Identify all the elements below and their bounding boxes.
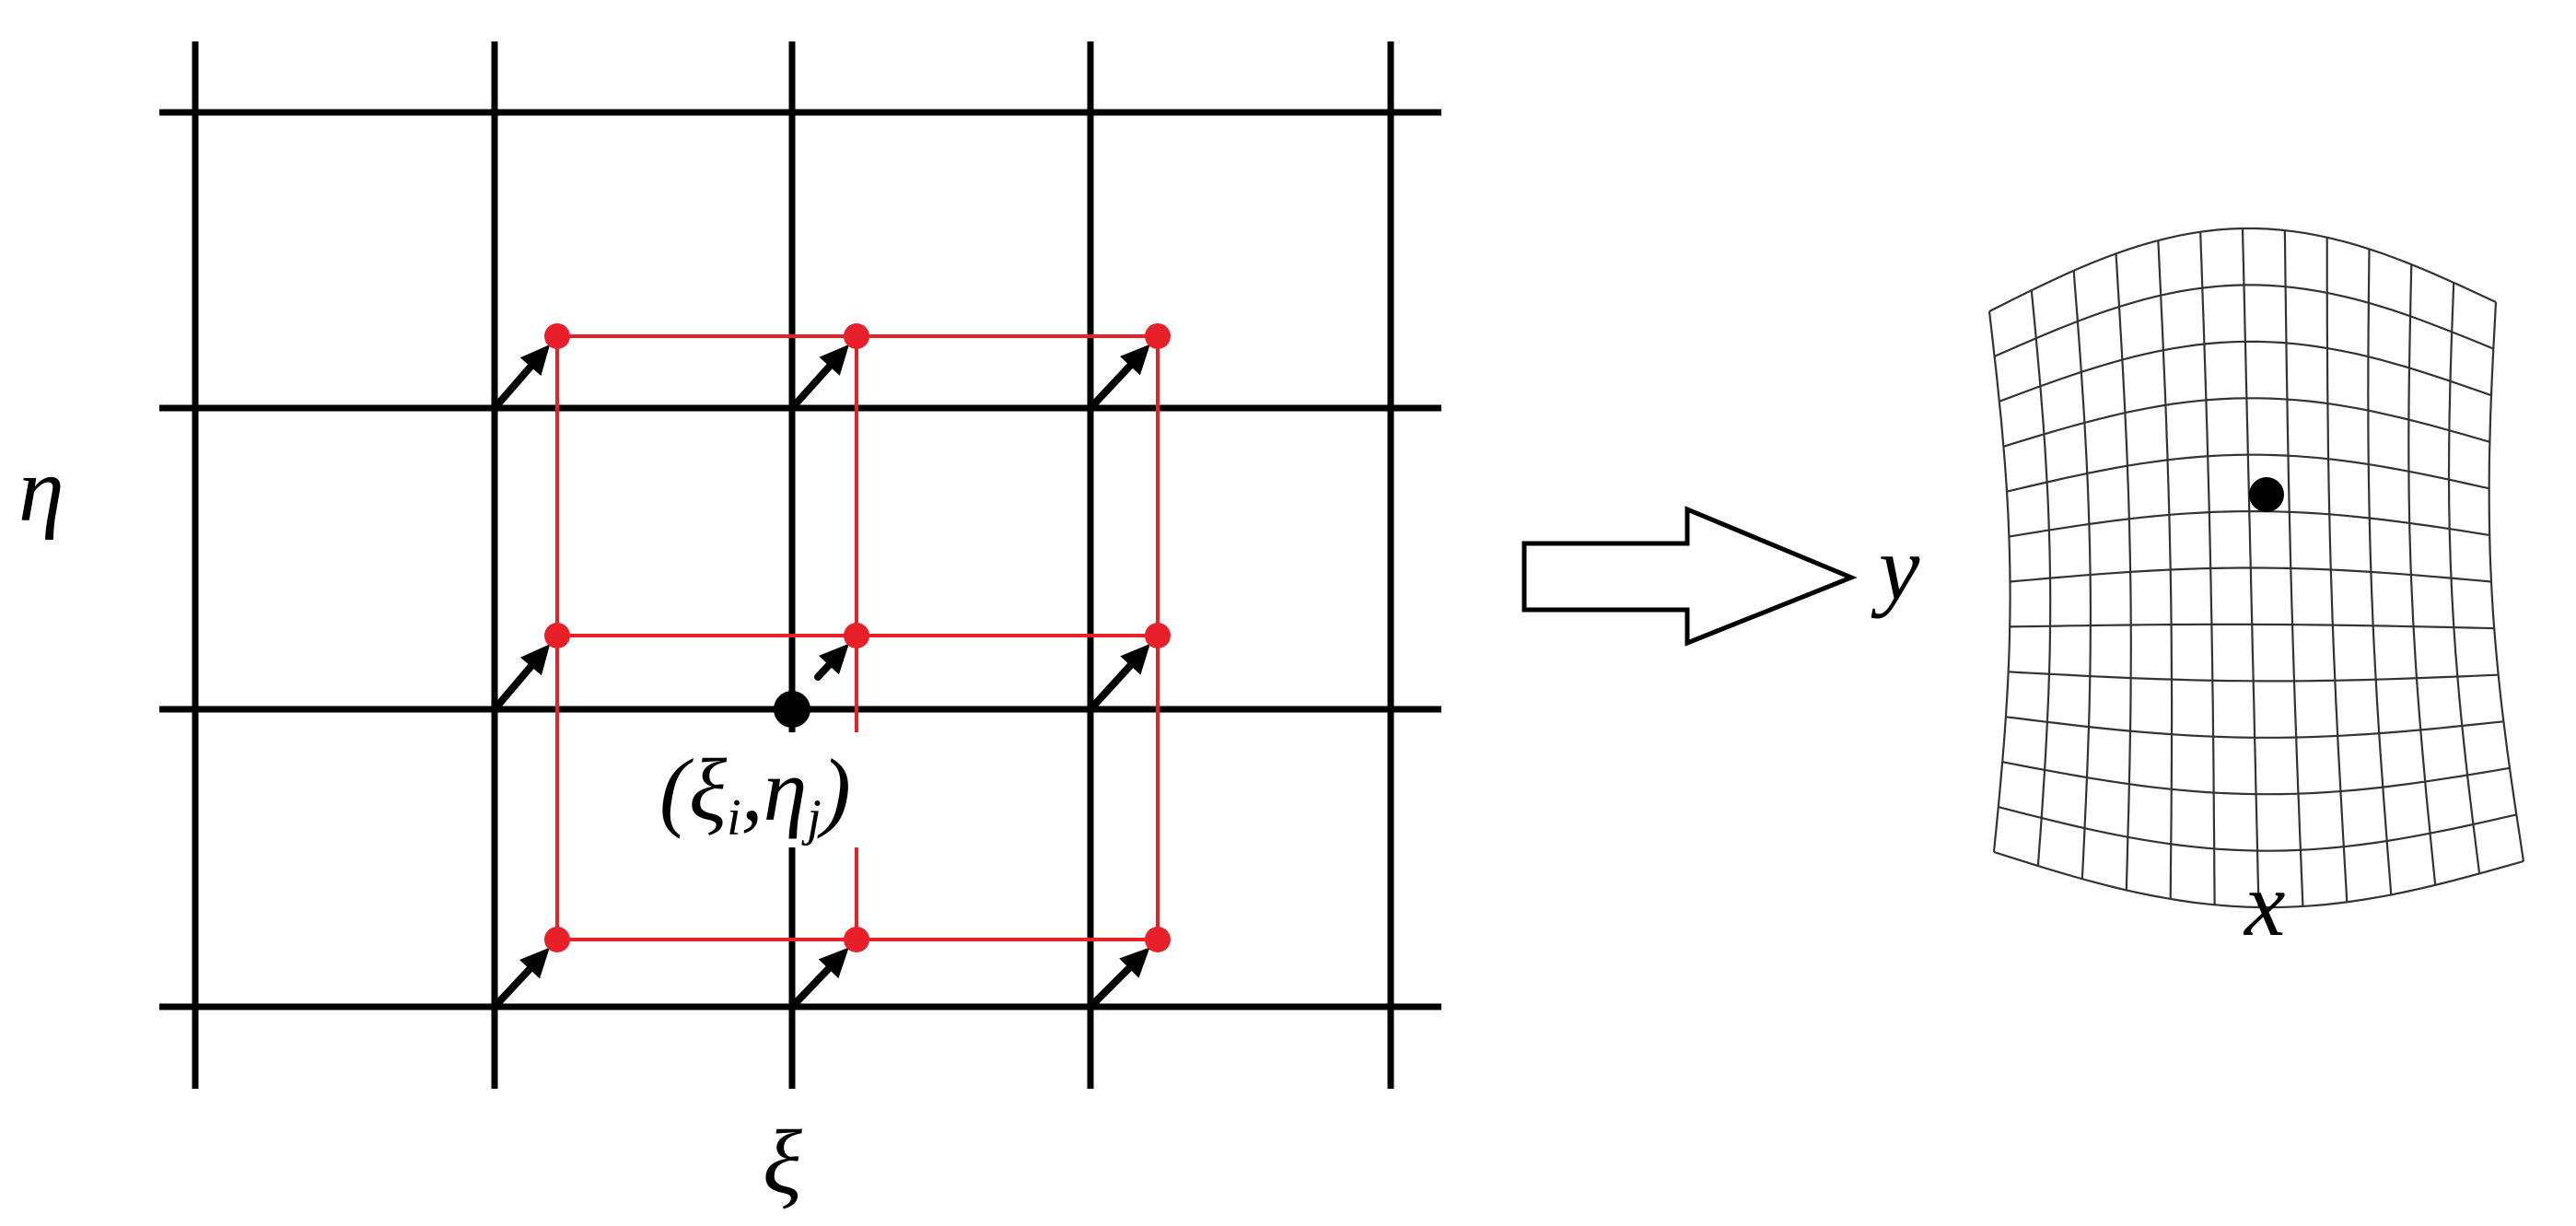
arrow-shaft-4 [1087,661,1135,713]
physical-grid-column-12 [2488,301,2525,862]
stencil-node-2-0 [544,927,570,952]
arrow-head-6 [818,947,849,979]
point-label-i: i [727,789,741,847]
physical-grid-row-5 [2009,510,2490,538]
physical-grid-row-3 [2003,397,2490,448]
physical-grid-row-10 [2001,761,2511,796]
arrow-head-2 [1119,344,1150,376]
stencil-nodes [544,323,1171,952]
stencil-node-1-1 [844,623,869,648]
x-axis-label: x [2243,853,2285,955]
point-label-comma: , [741,741,763,839]
arrow-head-0 [519,344,551,377]
physical-grid-row-12 [1993,850,2524,909]
stencil-node-1-0 [544,623,570,648]
physical-grid-row-8 [2008,671,2499,683]
point-label-open: ( [659,741,694,839]
physical-grid-row-0 [1988,227,2497,312]
point-label-close: ) [817,741,851,839]
mapping-arrow-icon [1521,506,1858,647]
point-label-eta: η [763,741,808,839]
physical-grid-row-4 [2006,453,2489,493]
arrow-head-7 [1119,947,1150,978]
point-label: (ξi,ηj) [659,741,851,847]
xi-axis-label: ξ [763,1111,802,1213]
center-point [774,691,810,728]
stencil-node-0-2 [1145,323,1171,349]
arrow-shaft-5 [491,965,534,1010]
point-label-background [650,732,927,847]
arrow-shaft-6 [788,964,833,1010]
eta-axis-label: η [18,438,64,541]
arrow-shaft-1 [788,362,833,412]
computational-grid [159,41,1441,1089]
arrow-shaft-2 [1087,362,1134,412]
physical-grid-row-1 [1994,284,2494,357]
arrow-shaft-3 [491,662,535,713]
arrow-head-4 [1120,643,1150,675]
physical-grid-row-2 [1999,340,2492,403]
stencil-node-2-2 [1145,927,1171,952]
arrow-shaft-center [814,661,833,681]
arrow-shaft-7 [1087,964,1133,1010]
y-axis-label: y [1871,517,1920,619]
arrow-head-5 [519,947,550,979]
physical-grid [1987,227,2525,909]
stencil-node-0-1 [844,323,869,349]
arrow-shaft-0 [491,363,535,412]
arrow-head-center [819,643,849,675]
physical-grid-column-0 [1987,310,2011,853]
arrow-head-1 [819,344,849,376]
diagonal-arrows [491,344,1150,1010]
arrow-head-3 [520,644,551,676]
stencil-node-0-0 [544,323,570,349]
stencil-node-1-2 [1145,623,1171,648]
point-label-j: j [801,789,822,847]
physical-grid-row-9 [2005,716,2504,739]
physical-grid-row-6 [2010,566,2492,583]
physical-grid-row-11 [1998,806,2517,852]
point-label-xi: ξ [689,741,728,839]
stencil-node-2-1 [844,927,869,952]
physical-grid-row-7 [2010,623,2495,630]
physical-point [2249,477,2284,512]
